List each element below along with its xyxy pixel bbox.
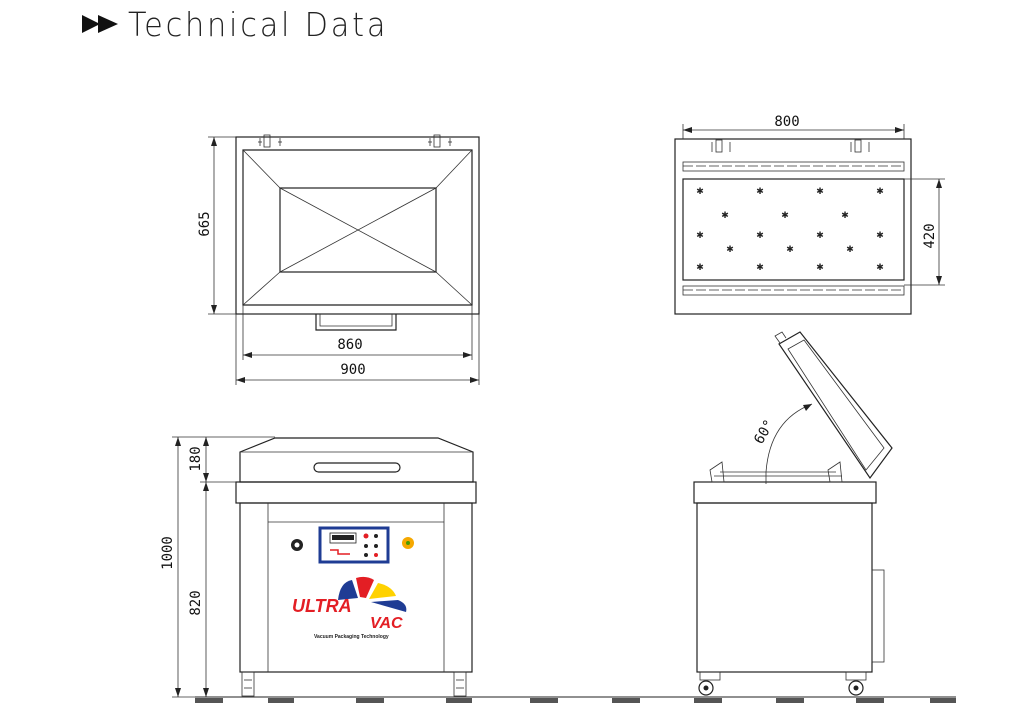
logo-tagline: Vacuum Packaging Technology — [314, 634, 389, 640]
svg-text:✱: ✱ — [876, 187, 884, 197]
page-title: Technical Data — [128, 4, 389, 44]
side-casters — [698, 671, 867, 696]
svg-text:✱: ✱ — [756, 263, 764, 273]
dim-inner-width: 860 — [337, 337, 362, 353]
svg-text:✱: ✱ — [781, 211, 789, 221]
dim-lid-depth: 420 — [922, 223, 938, 248]
front-view: ULTRA VAC Vacuum Packaging Technology 18… — [160, 436, 477, 698]
plate-holes: ✱ ✱ ✱ ✱ ✱ ✱ ✱ ✱ ✱ ✱ ✱ ✱ ✱ ✱ ✱ ✱ ✱ ✱ — [696, 187, 884, 273]
chamber-top-view: ✱ ✱ ✱ ✱ ✱ ✱ ✱ ✱ ✱ ✱ ✱ ✱ ✱ ✱ ✱ ✱ ✱ ✱ 800 420 — [674, 114, 945, 315]
svg-text:✱: ✱ — [696, 231, 704, 241]
svg-text:✱: ✱ — [816, 231, 824, 241]
hinge-right — [428, 134, 452, 148]
svg-text:✱: ✱ — [846, 245, 854, 255]
dim-lid-angle: 60° — [751, 417, 778, 447]
header: Technical Data — [82, 4, 411, 44]
control-panel — [318, 526, 390, 564]
svg-text:✱: ✱ — [696, 263, 704, 273]
hinge-left — [258, 134, 282, 148]
ultravac-logo: ULTRA VAC Vacuum Packaging Technology — [292, 576, 407, 640]
dim-outer-width: 900 — [340, 362, 365, 378]
dim-lid-height: 180 — [188, 446, 204, 471]
ground-line — [195, 696, 956, 703]
dim-lid-width: 800 — [774, 114, 799, 130]
svg-text:✱: ✱ — [756, 231, 764, 241]
logo-line1: ULTRA — [292, 596, 352, 616]
svg-text:✱: ✱ — [876, 263, 884, 273]
dim-body-height: 820 — [188, 590, 204, 615]
front-casters — [241, 671, 467, 697]
svg-text:✱: ✱ — [696, 187, 704, 197]
top-view: 665 860 900 — [197, 134, 480, 385]
svg-text:✱: ✱ — [841, 211, 849, 221]
svg-text:✱: ✱ — [816, 187, 824, 197]
svg-text:✱: ✱ — [816, 263, 824, 273]
svg-text:✱: ✱ — [726, 245, 734, 255]
dim-total-height: 1000 — [160, 536, 176, 570]
logo-line2: VAC — [370, 615, 403, 632]
svg-text:✱: ✱ — [756, 187, 764, 197]
svg-text:✱: ✱ — [721, 211, 729, 221]
dim-depth: 665 — [197, 211, 213, 236]
svg-text:✱: ✱ — [786, 245, 794, 255]
side-view: 60° — [693, 331, 893, 696]
svg-text:✱: ✱ — [876, 231, 884, 241]
lid-handle — [315, 314, 397, 331]
double-arrow-icon — [82, 15, 118, 33]
